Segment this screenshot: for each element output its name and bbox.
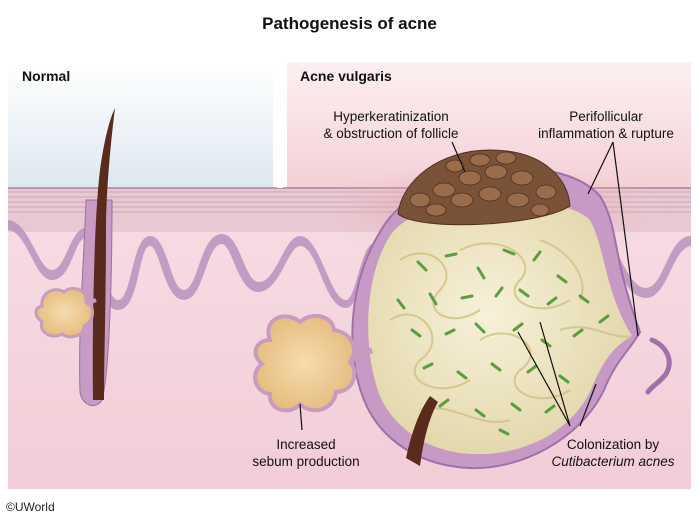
- label-perifollicular-line1: Perifollicular: [569, 109, 643, 124]
- sebum-mass: [368, 199, 632, 455]
- normal-background: [8, 62, 273, 192]
- label-hyperkeratinization-line2: & obstruction of follicle: [323, 126, 459, 141]
- label-colonization-line1: Colonization by: [566, 437, 660, 452]
- leader-lines: [299, 141, 639, 431]
- ruptured-wall: [645, 337, 672, 395]
- credit: ©UWorld: [6, 500, 55, 514]
- label-colonization: Colonization by Cutibacterium acnes: [538, 436, 688, 470]
- label-sebum-line2: sebum production: [252, 454, 360, 469]
- enlarged-sebaceous-gland: [253, 313, 374, 413]
- label-sebum-line1: Increased: [276, 437, 336, 452]
- sebum-swirls: [389, 239, 631, 423]
- label-colonization-line2: Cutibacterium acnes: [538, 453, 688, 470]
- rete-ridges: [8, 220, 372, 310]
- panel-label-normal: Normal: [22, 68, 71, 84]
- label-hyperkeratinization-line1: Hyperkeratinization: [333, 109, 449, 124]
- normal-sebaceous-gland: [34, 286, 97, 339]
- normal-hair: [92, 108, 115, 400]
- page-title: Pathogenesis of acne: [262, 14, 437, 33]
- keratin-plug: [397, 149, 571, 226]
- panel-label-acne: Acne vulgaris: [300, 68, 392, 84]
- label-perifollicular: Perifollicular inflammation & rupture: [518, 108, 694, 142]
- label-sebum: Increased sebum production: [236, 436, 376, 470]
- bacteria-name: Cutibacterium acnes: [551, 454, 675, 469]
- label-hyperkeratinization: Hyperkeratinization & obstruction of fol…: [306, 108, 476, 142]
- label-perifollicular-line2: inflammation & rupture: [538, 126, 674, 141]
- acne-hair: [406, 396, 438, 466]
- bacteria: [396, 248, 610, 436]
